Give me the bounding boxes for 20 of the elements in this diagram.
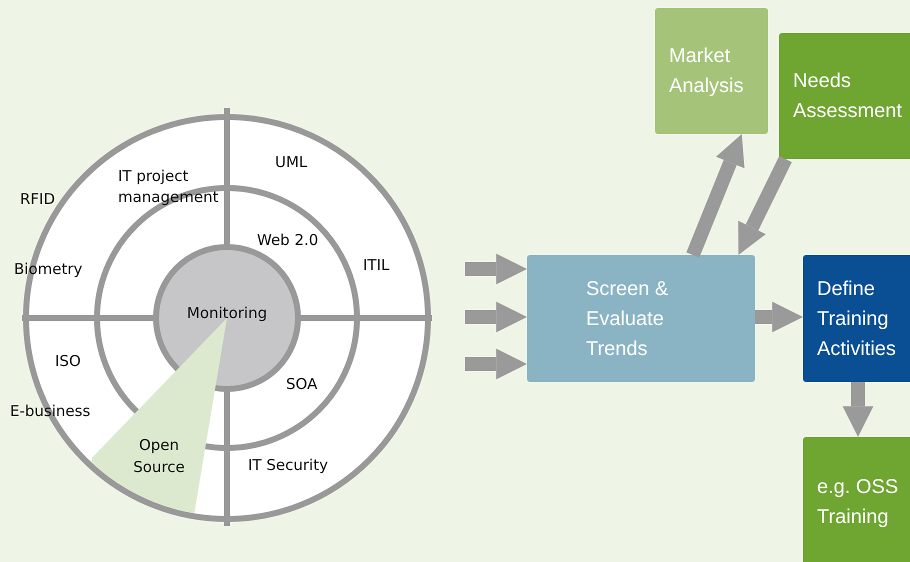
radar-label: IT Security <box>248 455 328 476</box>
arrow <box>465 302 527 332</box>
process-box: Define Training Activities <box>803 255 910 382</box>
process-box: e.g. OSS Training <box>803 437 910 562</box>
process-box: Market Analysis <box>655 8 768 134</box>
radar-label: RFID <box>20 189 56 210</box>
arrow <box>738 156 792 255</box>
arrow <box>465 254 527 284</box>
radar-label: ITIL <box>363 255 390 276</box>
radar-label: IT project management <box>118 166 220 208</box>
arrow <box>686 134 744 258</box>
process-box: Needs Assessment <box>779 33 910 159</box>
arrow <box>842 382 874 437</box>
radar-label: Biometry <box>14 259 82 280</box>
arrow <box>755 302 803 332</box>
radar-label: UML <box>275 152 308 173</box>
radar-label: E-business <box>10 401 90 422</box>
arrow <box>465 348 527 380</box>
process-box: Screen & Evaluate Trends <box>527 255 755 382</box>
radar-label: ISO <box>55 351 81 372</box>
